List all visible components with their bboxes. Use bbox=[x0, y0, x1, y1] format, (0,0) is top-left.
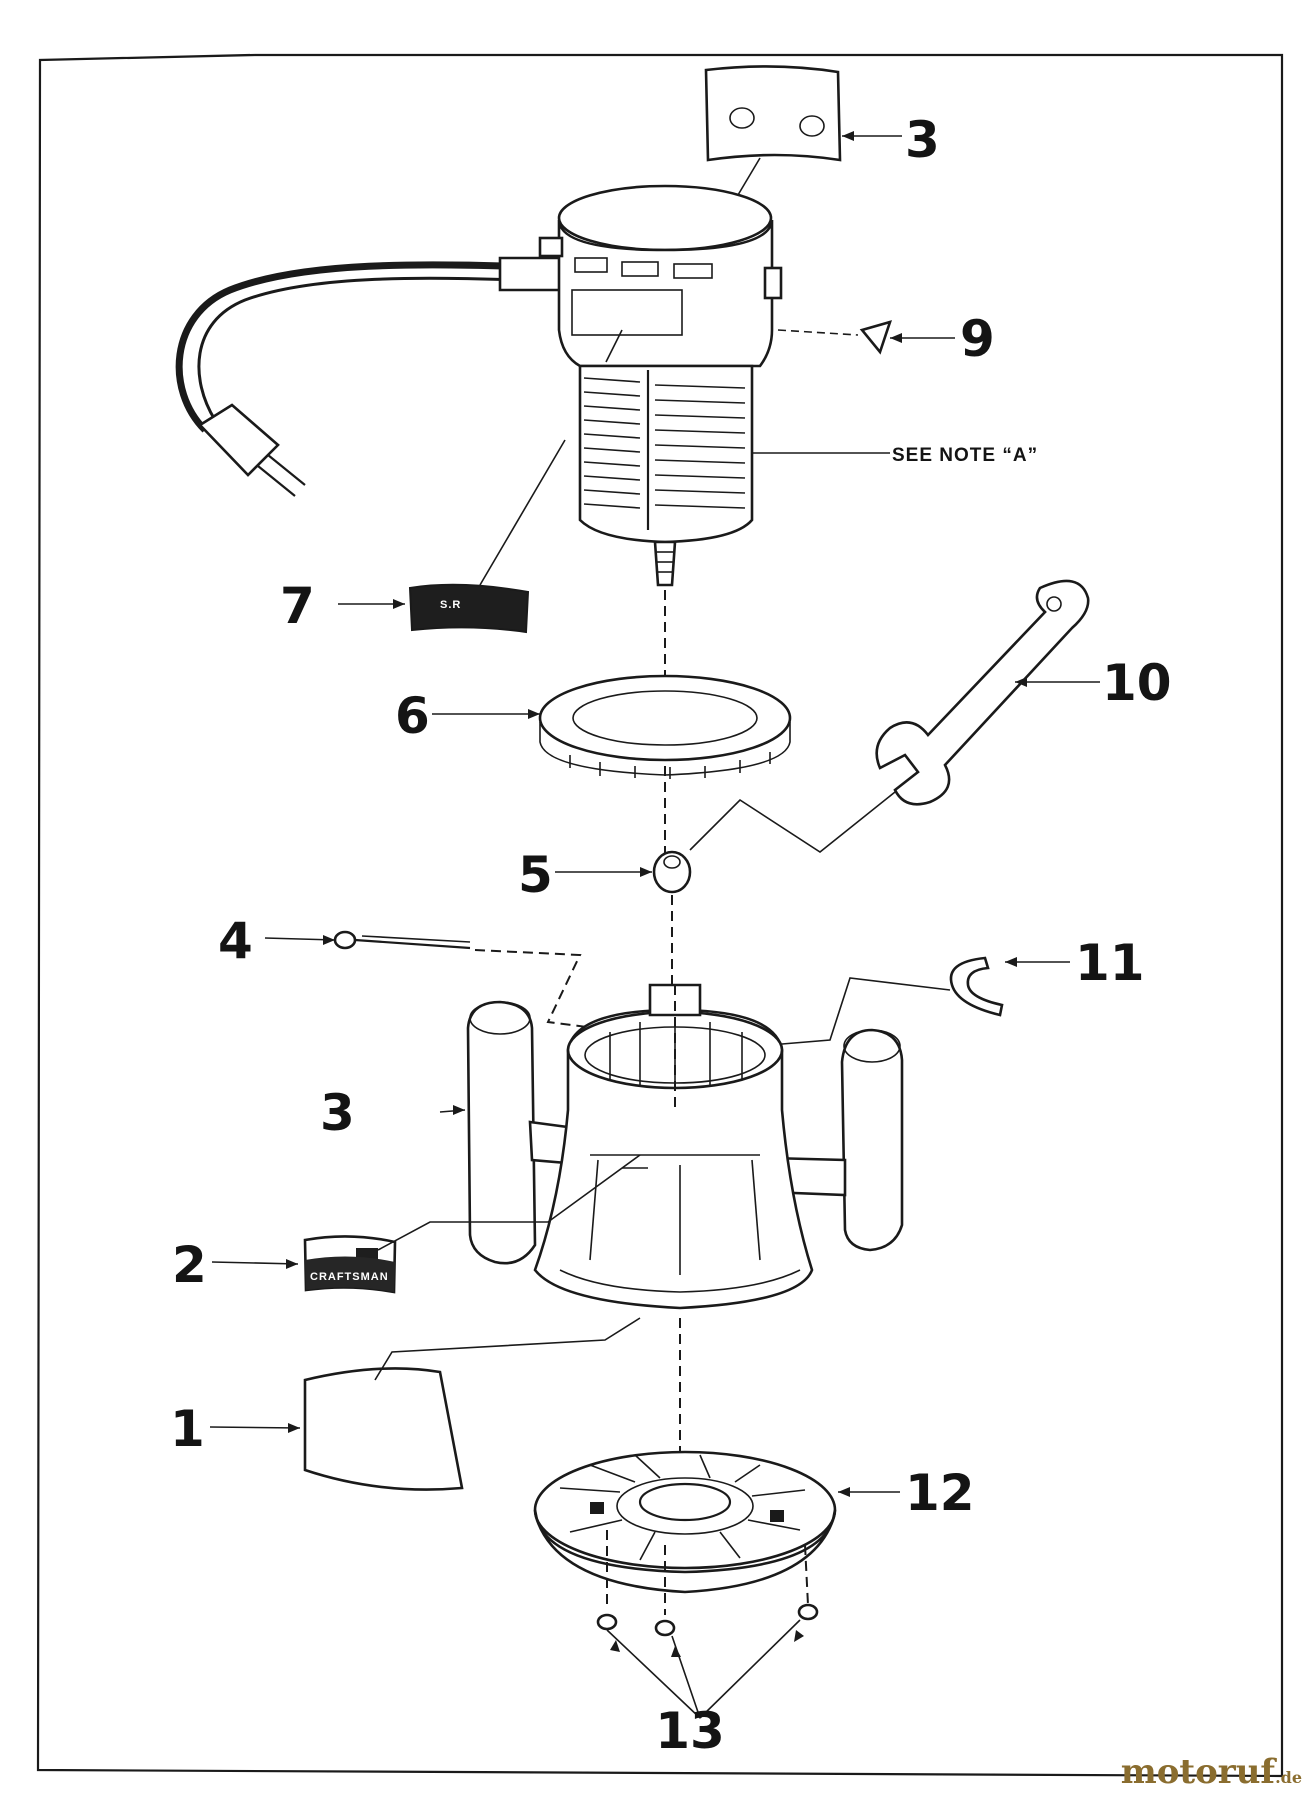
callout-7: 7 bbox=[280, 577, 315, 635]
callout-6: 6 bbox=[395, 687, 430, 745]
note-a-text: SEE NOTE “A” bbox=[892, 445, 1038, 466]
part-6-ring-nut bbox=[432, 674, 792, 779]
part-3-router-base bbox=[439, 983, 904, 1310]
callout-1: 1 bbox=[170, 1400, 205, 1458]
callout-13: 13 bbox=[655, 1702, 725, 1760]
callout-9: 9 bbox=[960, 310, 995, 368]
part-9-clip bbox=[859, 320, 955, 355]
part-4-screw bbox=[264, 930, 611, 1031]
part-13-screws bbox=[596, 1530, 819, 1719]
part-12-sub-base bbox=[533, 1450, 900, 1594]
svg-text:CRAFTSMAN: CRAFTSMAN bbox=[310, 1271, 389, 1283]
callout-12: 12 bbox=[905, 1464, 975, 1522]
callout-2: 2 bbox=[172, 1236, 207, 1294]
part-10-wrench bbox=[689, 579, 1100, 853]
part-8-top-label bbox=[704, 65, 902, 201]
part-1-label bbox=[209, 1317, 641, 1491]
callout-10: 10 bbox=[1102, 654, 1172, 712]
watermark-logo: motoruf.de bbox=[1121, 1752, 1302, 1792]
callout-5: 5 bbox=[518, 846, 553, 904]
callout-4: 4 bbox=[218, 912, 253, 970]
callout-3: 3 bbox=[320, 1084, 355, 1142]
watermark-name: motoruf bbox=[1120, 1752, 1276, 1792]
part-5-collet-nut bbox=[555, 850, 692, 894]
watermark-tld: .de bbox=[1275, 1768, 1302, 1787]
part-motor-housing bbox=[175, 184, 859, 587]
part-2-brand-decal: CRAFTSMAN bbox=[211, 1154, 641, 1294]
diagram-frame bbox=[36, 53, 1284, 1778]
part-7-rating-decal: S.R bbox=[338, 439, 566, 634]
part-11-wing-clip bbox=[769, 956, 1070, 1046]
callout-11: 11 bbox=[1075, 934, 1145, 992]
svg-text:S.R: S.R bbox=[440, 599, 461, 611]
callout-8: 3 bbox=[905, 111, 940, 169]
